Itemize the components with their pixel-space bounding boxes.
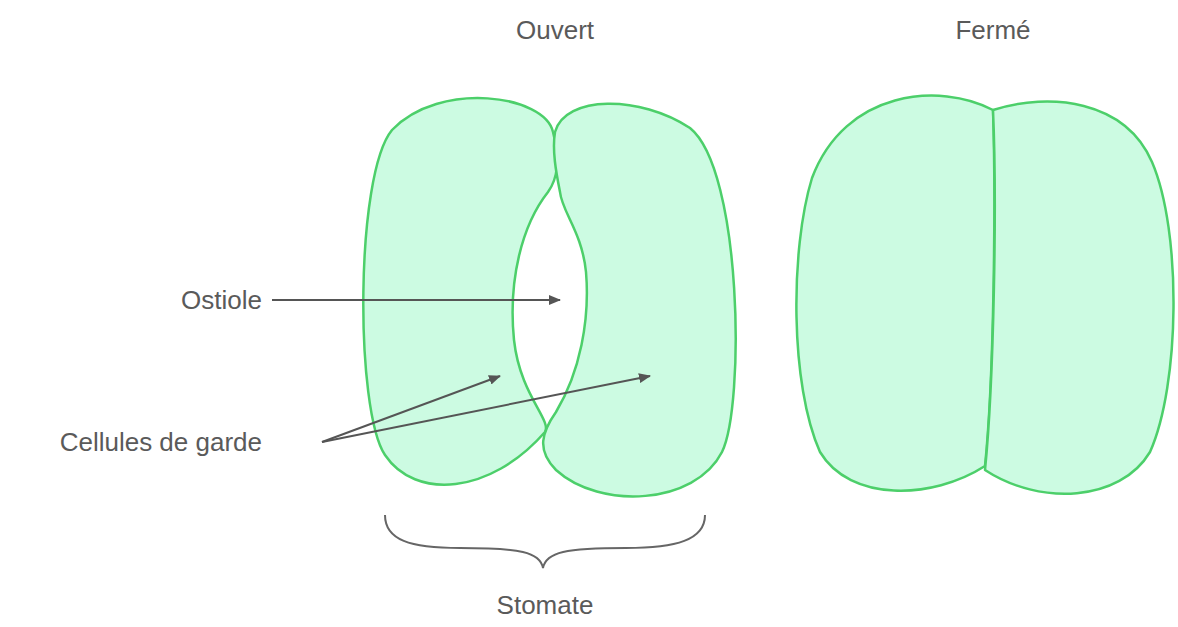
guard-cell [985, 102, 1174, 494]
part-label: Stomate [497, 591, 594, 620]
leader-line [322, 376, 650, 442]
part-label: Cellules de garde [60, 428, 262, 457]
state-title: Fermé [955, 16, 1030, 45]
guard-cell [363, 98, 557, 485]
part-label: Ostiole [181, 286, 262, 315]
leader-line [322, 376, 500, 442]
state-title: Ouvert [516, 16, 594, 45]
leader-line [272, 299, 560, 301]
guard-cell [543, 104, 736, 497]
brace [385, 515, 705, 568]
guard-cell [796, 96, 994, 491]
